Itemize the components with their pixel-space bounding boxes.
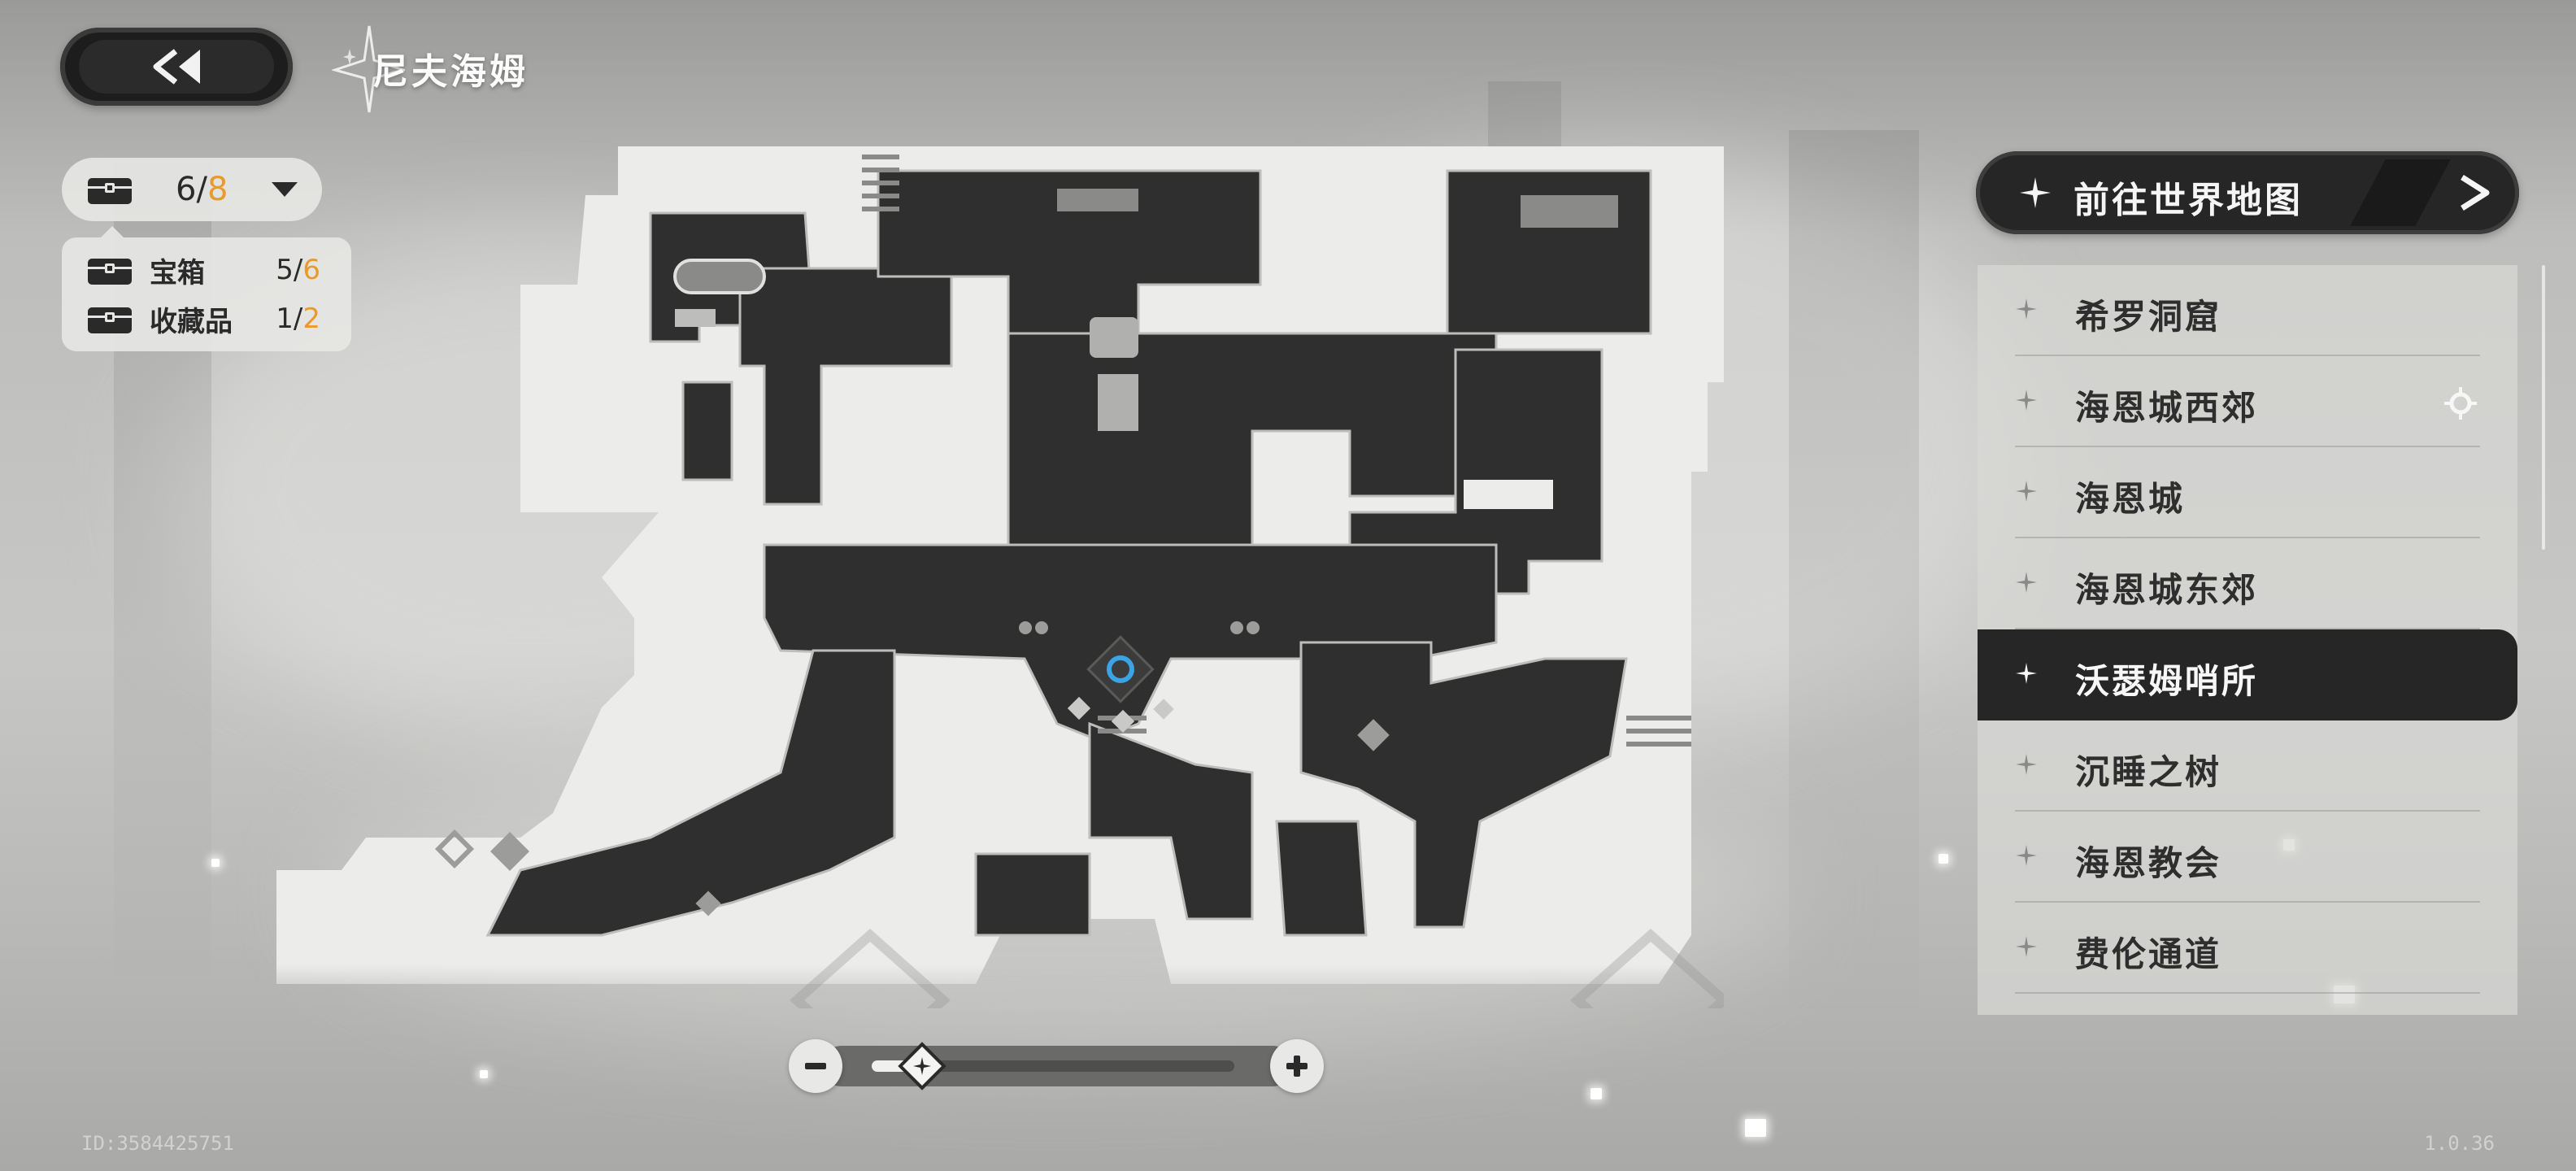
area-map[interactable] <box>276 122 1724 1008</box>
counter-label: 收藏品 <box>150 305 233 338</box>
four-point-star-icon <box>2016 390 2037 411</box>
user-id: ID:3584425751 <box>81 1132 234 1155</box>
chest-icon <box>88 178 132 204</box>
dropdown-triangle-icon <box>272 182 298 197</box>
minus-icon <box>805 1063 826 1069</box>
four-point-star-icon <box>2016 663 2037 684</box>
four-point-star-icon <box>2016 298 2037 320</box>
region-item[interactable]: 海恩城东郊 <box>1978 538 2517 629</box>
counter-row-collectible: 收藏品 1/2 <box>62 293 351 345</box>
counter-row-treasure: 宝箱 5/6 <box>62 244 351 296</box>
world-map-button[interactable]: 前往世界地图 <box>1976 151 2519 234</box>
region-list: 希罗洞窟 海恩城西郊 海恩城 海恩城东郊 沃瑟姆哨所 沉睡之树 海恩教会 <box>1978 265 2517 1015</box>
page-title: 尼夫海姆 <box>372 51 529 93</box>
chest-counter-breakdown: 宝箱 5/6 收藏品 1/2 <box>62 226 351 351</box>
region-item[interactable]: 海恩教会 <box>1978 812 2517 903</box>
four-point-star-icon <box>2020 177 2051 208</box>
region-item[interactable]: 沉睡之树 <box>1978 720 2517 812</box>
back-arrows-icon <box>153 49 200 85</box>
region-item[interactable]: 海恩城西郊 <box>1978 356 2517 447</box>
title-star-icon <box>332 25 405 113</box>
region-item[interactable]: 希罗洞窟 <box>1978 265 2517 356</box>
zoom-slider[interactable] <box>821 1046 1293 1086</box>
four-point-star-icon <box>2016 845 2037 866</box>
button-deco <box>2350 159 2451 226</box>
plus-icon <box>1286 1056 1308 1077</box>
region-item-active[interactable]: 沃瑟姆哨所 <box>1978 629 2517 720</box>
player-marker-icon <box>1067 635 1174 734</box>
four-point-star-icon <box>2016 481 2037 502</box>
chest-icon <box>88 307 132 333</box>
chest-icon <box>88 259 132 285</box>
location-target-icon <box>2444 387 2477 420</box>
chest-counter-toggle[interactable]: 6/8 <box>62 158 322 221</box>
four-point-star-icon <box>2016 572 2037 593</box>
counter-value: 1/2 <box>276 303 320 335</box>
chest-counter-value: 6/8 <box>176 171 228 208</box>
four-point-star-icon <box>2016 936 2037 957</box>
zoom-out-button[interactable] <box>789 1039 842 1093</box>
zoom-in-button[interactable] <box>1270 1039 1324 1093</box>
region-item[interactable]: 费伦通道 <box>1978 903 2517 994</box>
region-item[interactable]: 海恩城 <box>1978 447 2517 538</box>
back-button[interactable] <box>60 28 293 106</box>
region-list-scrollbar[interactable] <box>2542 265 2545 550</box>
zoom-slider-thumb[interactable] <box>897 1041 947 1091</box>
version-label: 1.0.36 <box>2424 1132 2495 1155</box>
counter-value: 5/6 <box>276 254 320 286</box>
counter-label: 宝箱 <box>150 256 205 289</box>
arrow-right-icon <box>2461 175 2490 211</box>
four-point-star-icon <box>2016 754 2037 775</box>
world-map-label: 前往世界地图 <box>2073 180 2303 221</box>
